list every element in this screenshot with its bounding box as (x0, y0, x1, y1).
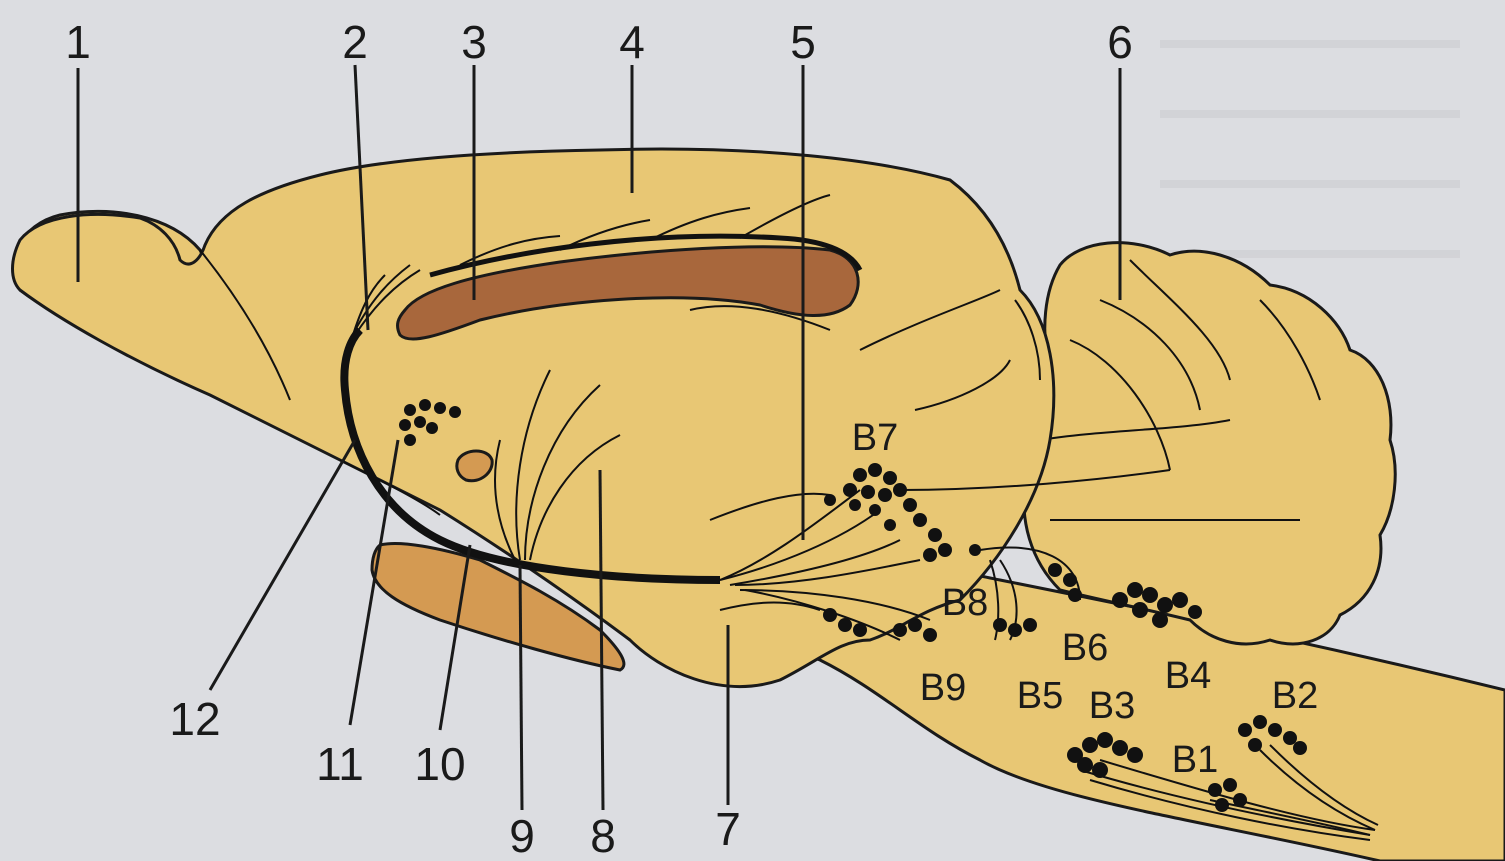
label-4: 4 (619, 16, 645, 68)
label-3: 3 (461, 16, 487, 68)
label-b2: B2 (1272, 675, 1318, 717)
label-6: 6 (1107, 16, 1133, 68)
label-9: 9 (509, 810, 535, 861)
page-background-texture (1160, 40, 1460, 258)
cerebellum-shape (1020, 243, 1395, 644)
label-b9: B9 (920, 667, 966, 709)
small-nucleus-shape (457, 451, 492, 481)
label-b7: B7 (852, 417, 898, 459)
label-b5: B5 (1017, 675, 1063, 717)
label-12: 12 (169, 693, 220, 745)
label-b4: B4 (1165, 655, 1211, 697)
label-b3: B3 (1089, 685, 1135, 727)
label-b6: B6 (1062, 627, 1108, 669)
label-2: 2 (342, 16, 368, 68)
label-8: 8 (590, 810, 616, 861)
label-5: 5 (790, 16, 816, 68)
label-10: 10 (414, 738, 465, 790)
label-b1: B1 (1172, 739, 1218, 781)
label-7: 7 (715, 803, 741, 855)
label-1: 1 (65, 16, 91, 68)
label-b8: B8 (942, 582, 988, 624)
label-11: 11 (316, 738, 364, 790)
